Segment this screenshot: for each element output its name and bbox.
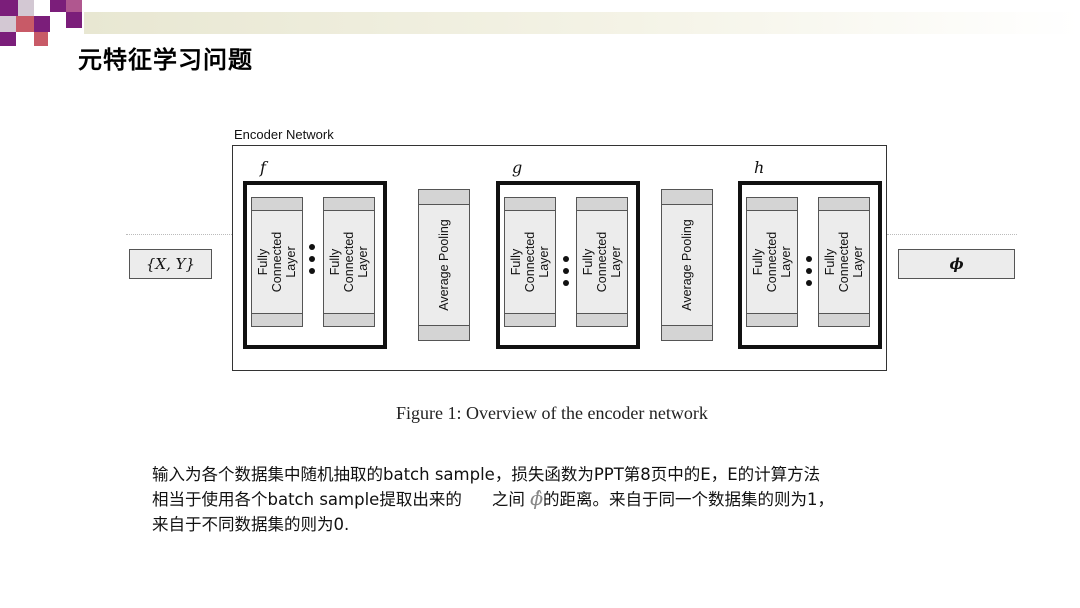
accent-square-4 bbox=[66, 0, 82, 12]
phi-hat-symbol: ϕ̂ bbox=[530, 488, 544, 510]
flow-line-left bbox=[126, 234, 232, 235]
fc-layer-f1: Fully Connected Layer bbox=[251, 197, 303, 327]
description-line-2-a: 相当于使用各个batch sample提取出来的 bbox=[152, 490, 462, 509]
description-line-3: 来自于不同数据集的则为0. bbox=[152, 515, 350, 534]
description-line-1: 输入为各个数据集中随机抽取的batch sample，损失函数为PPT第8页中的… bbox=[152, 465, 821, 484]
output-box: ϕ bbox=[898, 249, 1015, 279]
encoder-label: Encoder Network bbox=[234, 127, 334, 142]
fc-layer-f2: Fully Connected Layer bbox=[323, 197, 375, 327]
average-pooling-2: Average Pooling bbox=[661, 189, 713, 341]
ellipsis-f bbox=[309, 244, 315, 280]
slide-title: 元特征学习问题 bbox=[78, 46, 253, 74]
description-line-2-b: 之间 bbox=[491, 490, 525, 509]
input-box: {X, Y} bbox=[129, 249, 212, 279]
fc-layer-g2: Fully Connected Layer bbox=[576, 197, 628, 327]
figure-caption: Figure 1: Overview of the encoder networ… bbox=[396, 403, 708, 423]
accent-square-6 bbox=[16, 16, 34, 32]
description-line-2: 相当于使用各个batch sample提取出来的 之间 ϕ̂的距离。来自于同一个数… bbox=[152, 486, 834, 510]
average-pooling-1: Average Pooling bbox=[418, 189, 470, 341]
accent-square-7 bbox=[34, 16, 50, 32]
fc-layer-h1: Fully Connected Layer bbox=[746, 197, 798, 327]
title-bar bbox=[84, 12, 1080, 34]
flow-line-right bbox=[887, 234, 1017, 235]
fc-layer-h2: Fully Connected Layer bbox=[818, 197, 870, 327]
description-line-2-c: 的距离。来自于同一个数据集的则为1， bbox=[543, 490, 835, 509]
accent-square-5 bbox=[0, 16, 16, 32]
accent-square-3 bbox=[50, 0, 66, 12]
group-label-g: g bbox=[512, 158, 523, 177]
fc-layer-g1: Fully Connected Layer bbox=[504, 197, 556, 327]
accent-square-10 bbox=[34, 32, 48, 46]
ellipsis-g bbox=[563, 256, 569, 292]
accent-square-1 bbox=[0, 0, 18, 16]
layer-group-f bbox=[243, 181, 387, 349]
accent-square-9 bbox=[0, 32, 16, 46]
encoder-frame bbox=[232, 145, 887, 371]
group-label-h: h bbox=[754, 158, 765, 177]
accent-square-8 bbox=[66, 12, 82, 28]
ellipsis-h bbox=[806, 256, 812, 292]
group-label-f: f bbox=[260, 158, 266, 177]
accent-square-2 bbox=[18, 0, 34, 16]
layer-group-h bbox=[738, 181, 882, 349]
layer-group-g bbox=[496, 181, 640, 349]
